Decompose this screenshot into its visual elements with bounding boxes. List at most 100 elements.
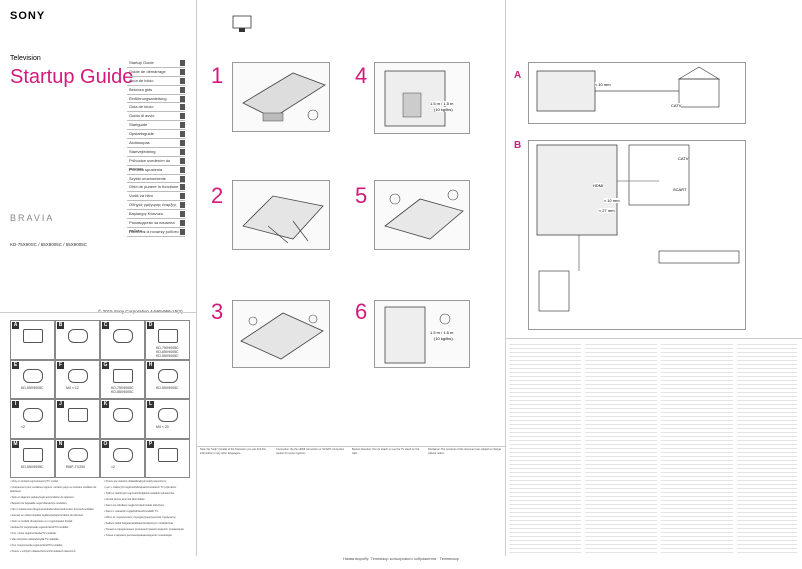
accessory-illustration [23,329,43,343]
accessory-id: J [57,401,64,408]
accessory-illustration [113,368,133,383]
language-tab-marker [180,166,185,173]
step-1-illustration [232,62,330,132]
body-paragraph: Bouton Attention: Do not attach or use t… [352,448,420,455]
accessory-illustration [158,329,178,343]
language-index-item: Bekroza gids [127,86,185,95]
accessory-cell: E KD-55X9005C [10,359,55,399]
wall-gap-label: ≈ 10 mm [595,82,611,87]
accessory-illustration [68,368,88,383]
language-label: Guia de início [129,104,154,110]
body-paragraph: Disclaimer The contents of this document… [428,448,502,455]
language-index-item: Guía de inicio [127,77,185,86]
language-label: Guía de inicio [129,77,154,83]
step-number-3: 3 [211,299,224,324]
clearance-weight-b: (10 kg/lbs) [434,336,453,341]
accessory-illustration [158,447,178,462]
body-column-2: Connection Via the HDMI connection or SC… [276,448,348,554]
note-line: • Solo en algunos países/regiones/modelo… [10,496,75,499]
connection-letter-a: A [514,70,522,81]
clearance-label-a: 1.5 m / 1.5 m [430,101,454,106]
tv-icon-illustration [231,14,253,34]
note-line: • Numai pentru anumite țări/modele. [104,498,146,501]
accessory-id: C [102,322,109,329]
language-index-item: Οδηγός γρήγορης έναρξης [127,201,185,211]
accessory-illustration [113,447,133,462]
connection-a-diagram [528,62,746,124]
panel-divider [505,338,802,339]
note-line: • Sadece belirli bölgelerde/ülkelerde/te… [104,522,174,525]
note-line: • Samo za određene regije/zemlje/modele … [104,504,165,507]
language-index-item: Guide de démarrage [127,68,185,77]
language-tab-marker [180,95,185,102]
language-tab-marker [180,86,185,93]
body-paragraph: Note Via "Help" (Guida) of the Televisio… [200,448,266,455]
language-index-item: Başlangıç Kılavuzu [127,210,185,220]
language-tab-marker [180,157,185,164]
page-title: Startup Guide [10,66,134,88]
language-tab-marker [180,184,185,191]
copyright-line: © 2015 Sony Corporation 4-565-956-15(2) [98,309,183,314]
accessory-id: I [12,401,19,408]
language-label: Vodič za hitro [129,193,154,199]
note-line: • Тільки в окремих регіонах/країнах/моде… [104,534,173,537]
language-index-item: Einführungsanleitung [127,95,185,104]
accessory-id: L [147,401,154,408]
note-line: • Tylko w niektórych regionach/krajach/m… [104,492,175,495]
accessory-caption: M4 × 12 [66,385,79,390]
note-line: • Endast för begränsade regioner/land/TV… [10,526,70,529]
accessory-caption: ×2 [111,464,115,469]
accessory-caption: ×2 [21,425,25,429]
notes-column-left: • Only on limited region/country/TV mode… [10,480,100,555]
panel-divider [505,0,506,556]
step-number-1: 1 [211,63,224,88]
language-index-item: Startvejledning [127,148,185,157]
accessory-caption: KD-55X9005C [21,464,44,469]
language-tab-marker [180,220,185,227]
language-index-item: Ghid de punere în funcțiune [127,183,185,193]
language-index-item: Ръководство за начална работа [127,219,185,233]
notes-column-mid: • Pouze pre niektoré oblasti/krajiny/mod… [104,480,194,555]
step-3-illustration [232,300,330,368]
clearance-label-b: 1.5 m / 1.5 m [430,330,454,335]
panel-divider [196,0,197,556]
connection-letter-b: B [514,140,522,151]
step-6-illustration [374,300,470,368]
accessory-illustration [158,368,178,383]
language-tab-marker [180,60,185,66]
accessory-id: F [57,361,64,369]
step-number-5: 5 [355,183,368,208]
language-label: Ghid de punere în funcțiune [129,184,179,190]
multilingual-text-block-1 [509,341,581,553]
language-label: Guida di avvio [129,113,155,119]
accessory-cell: B [55,320,100,360]
accessory-caption: KD-75X9005C KD-65X9005C KD-55X9005C [156,346,179,358]
accessory-id: O [102,440,109,448]
note-line: • Apenas em determinadas regiões/países/… [10,514,84,517]
catv-label-b: CATV [678,156,689,161]
language-tab-marker [180,140,185,147]
accessory-id: E [12,361,19,369]
note-line: • Uniquement pour certaines régions, cer… [10,486,97,493]
accessory-caption: KD-55X9005C [21,385,44,390]
language-tab-marker [180,68,185,75]
step-number-4: 4 [355,63,368,88]
accessory-illustration [23,447,43,462]
catv-label-a: CATV [671,103,682,108]
accessory-illustration [23,368,43,383]
accessory-cell: I ×2 [10,399,55,439]
step-4-illustration [374,62,470,134]
language-tab-marker [180,104,185,111]
clearance-weight-a: (10 kg/lbs) [434,107,453,112]
note-line: • Pouze v určitých oblastech/zemích/mode… [10,550,77,553]
accessory-illustration [158,408,178,422]
accessory-cell: J [55,399,100,439]
language-label: Opstartsguide [129,131,154,137]
language-index-item: Guida di avvio [127,112,185,122]
language-tab-marker [180,193,185,200]
language-label: Szybki uruchomienie [129,175,166,181]
step-5-illustration [374,180,470,250]
note-line: • Pouze pre niektoré oblasti/krajiny/mod… [104,480,167,483]
